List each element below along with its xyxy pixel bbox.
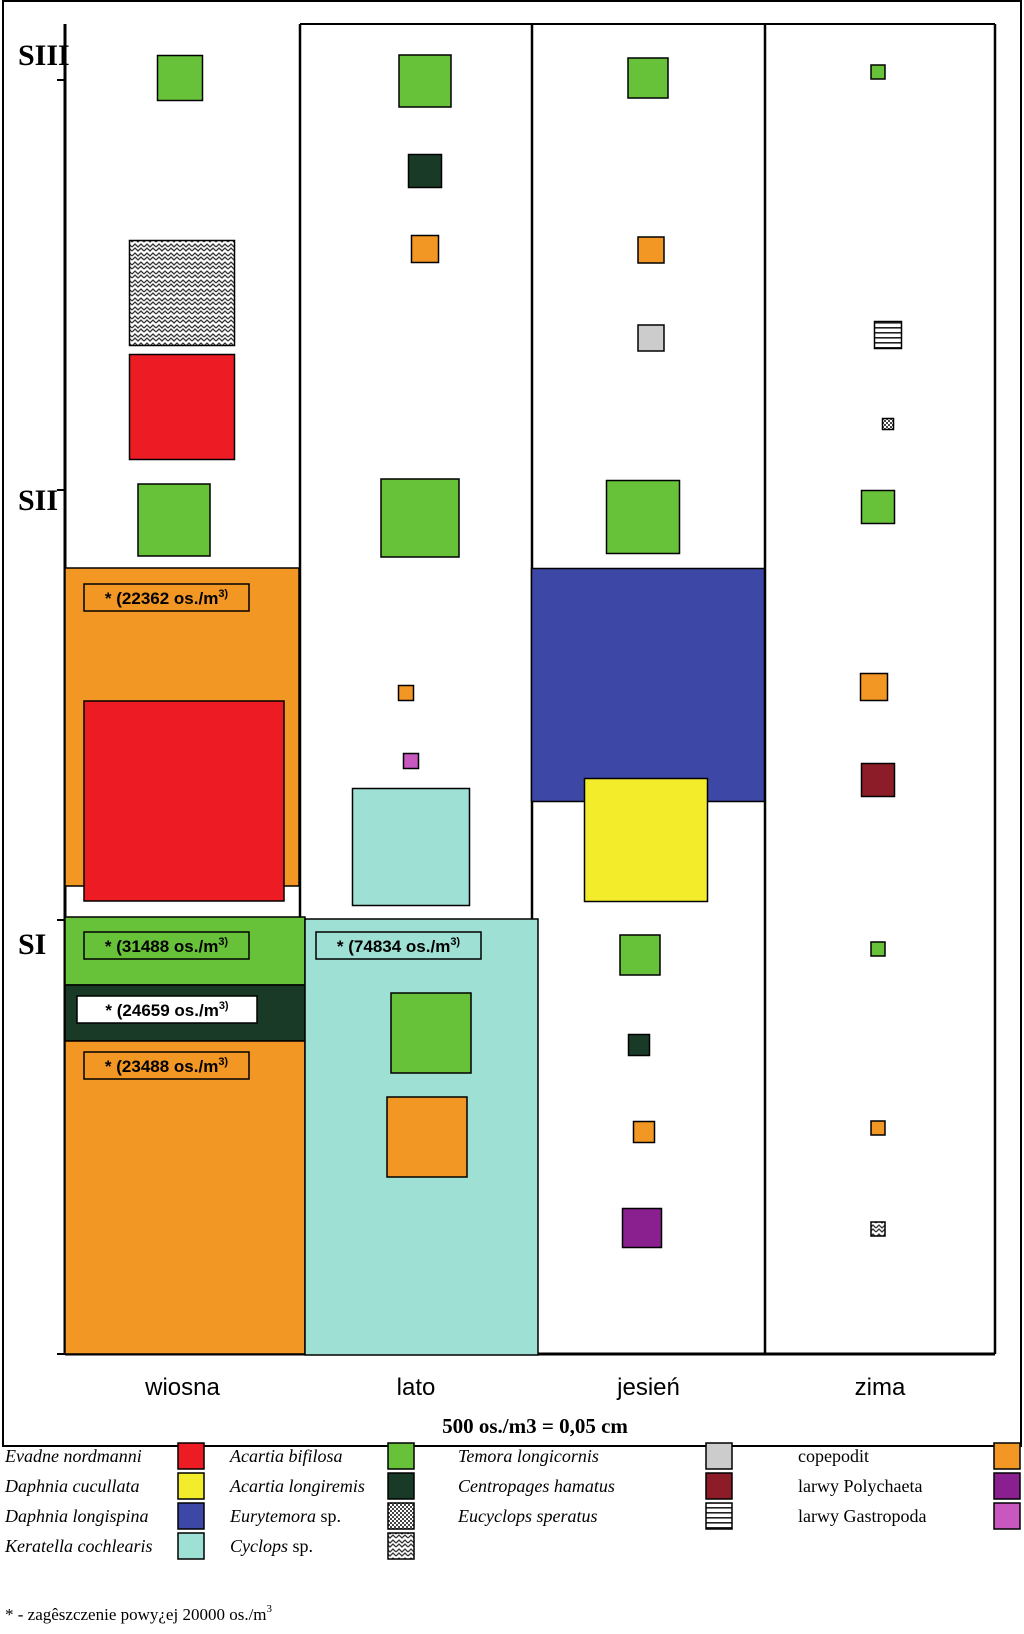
symbol-zima-sii-copepodit bbox=[859, 672, 889, 702]
season-label-wiosna: wiosna bbox=[144, 1374, 220, 1401]
density-label-box bbox=[83, 931, 250, 960]
symbol-zima-sii-acartia-bifilosa bbox=[860, 489, 896, 525]
station-label-siii: SIII bbox=[18, 39, 70, 72]
symbol-jesien-sii-acartia-bifilosa bbox=[605, 479, 681, 555]
symbol-zima-si-acartia-bifilosa bbox=[870, 941, 886, 957]
legend-swatch-daphnia-cucullata bbox=[177, 1472, 205, 1500]
legend-swatch-daphnia-longispina bbox=[177, 1502, 205, 1530]
legend-label-larwy-gastropoda: larwy Gastropoda bbox=[798, 1506, 926, 1526]
legend-label-acartia-bifilosa: Acartia bifilosa bbox=[229, 1446, 343, 1466]
symbol-jesien-si-acartia-bifilosa bbox=[619, 934, 661, 976]
legend-swatch-centropages-hamatus bbox=[705, 1472, 733, 1500]
symbol-jesien-si-acartia-longiremis bbox=[627, 1033, 651, 1057]
density-label-box bbox=[83, 583, 250, 612]
figure-border bbox=[2, 0, 1022, 1447]
symbol-lato-sii-copepodit bbox=[397, 684, 415, 702]
symbol-wiosna-siii-cyclops bbox=[128, 239, 236, 347]
density-label: * (74834 os./m3) bbox=[337, 936, 461, 956]
symbol-jesien-siii-copepodit bbox=[637, 236, 665, 264]
symbol-zima-sii-centropages-hamatus bbox=[860, 762, 896, 798]
legend-swatch-acartia-bifilosa bbox=[387, 1442, 415, 1470]
symbol-jesien-siii-temora-longicornis bbox=[637, 324, 665, 352]
symbol-zima-siii-eurytemora bbox=[881, 417, 895, 431]
symbol-jesien-sii-daphnia-longispina bbox=[530, 567, 766, 803]
symbol-wiosna-siii-acartia-bifilosa bbox=[156, 54, 204, 102]
legend-label-larwy-polychaeta: larwy Polychaeta bbox=[798, 1476, 922, 1496]
legend-swatch-larwy-polychaeta bbox=[993, 1472, 1021, 1500]
symbol-zima-siii-eucyclops-speratus bbox=[873, 320, 903, 350]
season-label-zima: zima bbox=[855, 1374, 906, 1401]
legend-label-temora-longicornis: Temora longicornis bbox=[458, 1446, 599, 1466]
symbol-zima-siii-acartia-bifilosa bbox=[870, 64, 886, 80]
legend-label-keratella-cochlearis: Keratella cochlearis bbox=[4, 1536, 152, 1556]
scale-note: 500 os./m3 = 0,05 cm bbox=[442, 1414, 628, 1438]
season-label-lato: lato bbox=[397, 1374, 436, 1401]
legend-label-eurytemora: Eurytemora sp. bbox=[229, 1506, 341, 1526]
symbol-lato-si-acartia-bifilosa bbox=[390, 992, 472, 1074]
legend-label-eucyclops-speratus: Eucyclops speratus bbox=[457, 1506, 597, 1526]
legend-label-cyclops: Cyclops sp. bbox=[230, 1536, 313, 1556]
legend-swatch-keratella-cochlearis bbox=[177, 1532, 205, 1560]
symbol-zima-si-copepodit bbox=[870, 1120, 886, 1136]
legend-label-daphnia-longispina: Daphnia longispina bbox=[4, 1506, 149, 1526]
density-label-box bbox=[76, 995, 258, 1024]
legend-swatch-larwy-gastropoda bbox=[993, 1502, 1021, 1530]
legend-label-copepodit: copepodit bbox=[798, 1446, 869, 1466]
footnote: * - zagêszczenie powy¿ej 20000 os./m3 bbox=[5, 1603, 273, 1624]
symbol-lato-siii-copepodit bbox=[410, 234, 440, 264]
density-label: * (24659 os./m3) bbox=[105, 1000, 229, 1020]
density-label-box bbox=[315, 931, 482, 960]
legend-swatch-copepodit bbox=[993, 1442, 1021, 1470]
legend-swatch-cyclops bbox=[387, 1532, 415, 1560]
legend-swatch-eucyclops-speratus bbox=[705, 1502, 733, 1530]
legend-label-acartia-longiremis: Acartia longiremis bbox=[229, 1476, 365, 1496]
symbol-jesien-sii-daphnia-cucullata bbox=[583, 777, 709, 903]
chart-labels: SIII SII SI wiosna lato jesień zima 500 os./m3 … bbox=[18, 39, 906, 1438]
legend-swatch-evadne-nordmanni bbox=[177, 1442, 205, 1470]
symbol-wiosna-sii-evadne-nordmanni bbox=[83, 700, 285, 902]
legend-swatch-eurytemora bbox=[387, 1502, 415, 1530]
symbol-lato-si-copepodit bbox=[386, 1096, 468, 1178]
symbol-jesien-si-larwy-polychaeta bbox=[621, 1207, 663, 1249]
legend-label-centropages-hamatus: Centropages hamatus bbox=[458, 1476, 615, 1496]
symbol-jesien-siii-acartia-bifilosa bbox=[627, 57, 669, 99]
symbol-wiosna-sii-acartia-bifilosa bbox=[137, 483, 211, 557]
legend-label-daphnia-cucullata: Daphnia cucullata bbox=[4, 1476, 139, 1496]
symbol-jesien-si-copepodit bbox=[632, 1120, 656, 1144]
density-label: * (31488 os./m3) bbox=[105, 936, 229, 956]
symbol-zima-si-cyclops bbox=[870, 1221, 886, 1237]
symbol-lato-sii-larwy-gastropoda bbox=[402, 752, 420, 770]
capped-block-wiosna-si-copepodit bbox=[64, 1040, 306, 1355]
legend-swatch-temora-longicornis bbox=[705, 1442, 733, 1470]
data-symbols bbox=[64, 54, 903, 1356]
symbol-lato-sii-keratella-cochlearis bbox=[351, 787, 471, 907]
legend-label-evadne-nordmanni: Evadne nordmanni bbox=[4, 1446, 142, 1466]
station-label-sii: SII bbox=[18, 484, 58, 517]
station-label-si: SI bbox=[18, 928, 46, 961]
symbol-lato-sii-acartia-bifilosa bbox=[380, 478, 460, 558]
legend-swatch-acartia-longiremis bbox=[387, 1472, 415, 1500]
symbol-lato-siii-acartia-bifilosa bbox=[398, 54, 452, 108]
season-label-jesien: jesień bbox=[616, 1374, 680, 1401]
density-label-box bbox=[83, 1051, 250, 1080]
symbol-wiosna-siii-evadne-nordmanni bbox=[128, 353, 236, 461]
density-label: * (23488 os./m3) bbox=[105, 1056, 229, 1076]
density-label: * (22362 os./m3) bbox=[105, 588, 229, 608]
symbol-lato-siii-acartia-longiremis bbox=[407, 153, 443, 189]
